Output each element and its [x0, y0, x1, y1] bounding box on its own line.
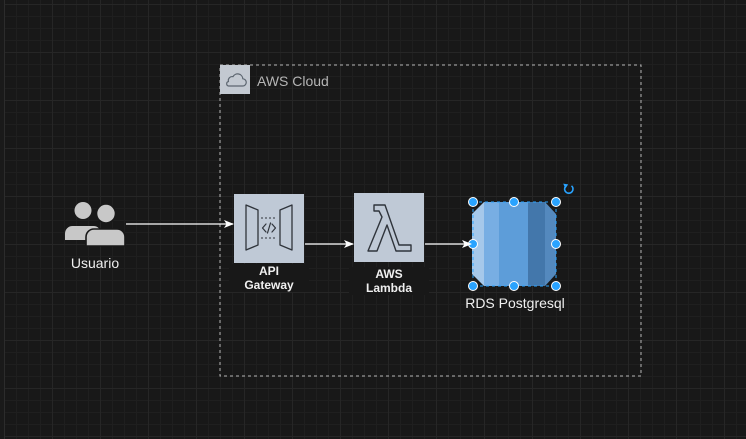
selection-handle[interactable]	[509, 197, 519, 207]
aws-lambda-label-line1: AWS	[375, 267, 403, 281]
aws-cloud-group-label: AWS Cloud	[257, 73, 329, 89]
aws-lambda-label-line2: Lambda	[365, 281, 412, 295]
selection-handle[interactable]	[468, 281, 478, 291]
api-gateway-label-line1: API	[258, 264, 279, 278]
selection-handle[interactable]	[551, 239, 561, 249]
lambda-icon[interactable]	[354, 193, 424, 262]
rds-database-icon[interactable]	[472, 202, 556, 286]
rds-postgresql-label: RDS Postgresql	[465, 295, 565, 311]
aws-cloud-group-border[interactable]	[219, 64, 642, 377]
selection-handle[interactable]	[509, 281, 519, 291]
api-gateway-label: API Gateway	[229, 264, 309, 292]
api-gateway-icon[interactable]	[234, 194, 304, 263]
rotate-handle-icon[interactable]	[563, 183, 574, 194]
selection-handle[interactable]	[551, 281, 561, 291]
canvas-left-edge	[0, 0, 5, 439]
selection-handle[interactable]	[468, 197, 478, 207]
usuario-label: Usuario	[70, 255, 120, 271]
aws-lambda-label: AWS Lambda	[349, 267, 429, 295]
cloud-icon	[220, 65, 250, 94]
users-icon[interactable]	[65, 202, 126, 247]
api-gateway-label-line2: Gateway	[244, 278, 294, 292]
selection-handle[interactable]	[551, 197, 561, 207]
